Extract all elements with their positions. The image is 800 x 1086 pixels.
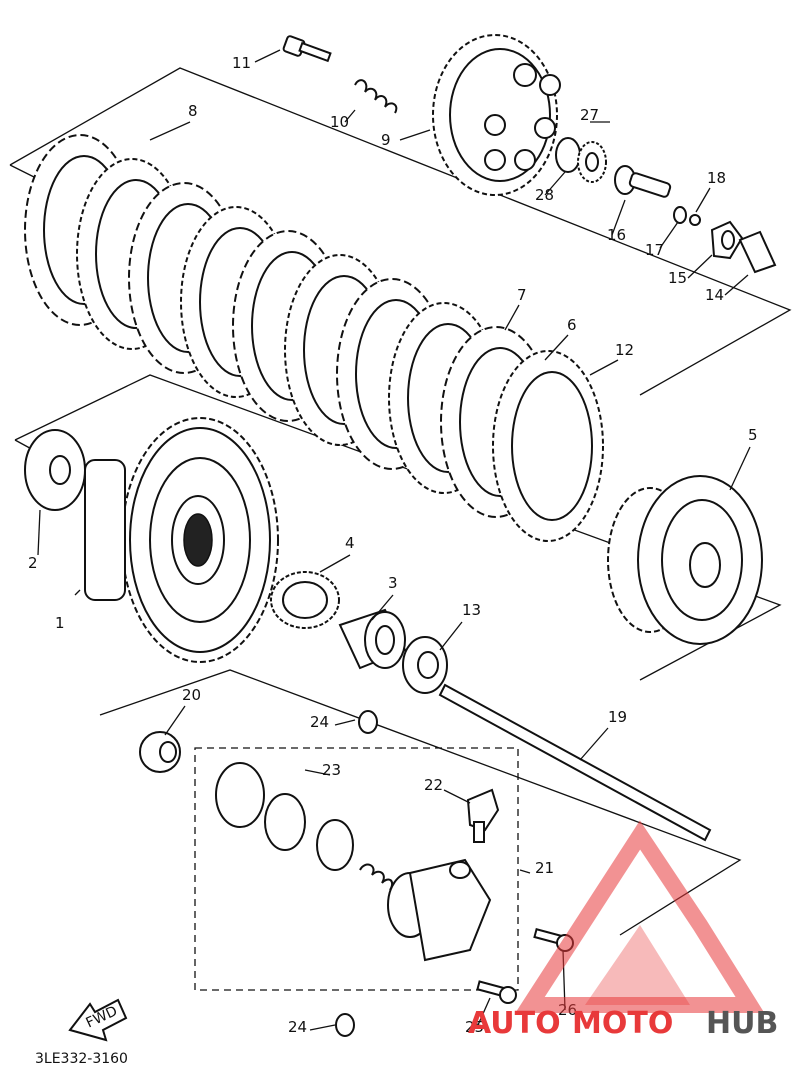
part-number-label: 21 — [535, 859, 554, 877]
brand-hub: HUB — [706, 1006, 778, 1041]
part-number-label: 14 — [705, 286, 724, 304]
part-number-label: 12 — [615, 341, 634, 359]
part-number-label: 4 — [345, 534, 355, 552]
part-number-label: 5 — [748, 426, 758, 444]
push-rod-1 — [614, 165, 672, 198]
leader-line — [729, 446, 751, 491]
part-number-label: 17 — [645, 241, 664, 259]
leader-line — [74, 589, 81, 596]
part-number-label: 8 — [188, 102, 198, 120]
drawing-code: 3LE332-3160 — [35, 1051, 128, 1067]
part-number-label: 22 — [424, 776, 443, 794]
leader-line — [477, 997, 491, 1026]
clutch-spring — [354, 79, 398, 114]
brand-moto: MOTO — [572, 1006, 673, 1041]
clutch-plate-inner — [511, 371, 593, 521]
leader-line — [149, 121, 191, 141]
leader-line — [544, 334, 569, 361]
spacer — [338, 608, 407, 670]
part-number-label: 6 — [567, 316, 577, 334]
leader-line — [695, 187, 711, 213]
part-number-label: 19 — [608, 708, 627, 726]
part-number-label: 16 — [607, 226, 626, 244]
part-number-label: 10 — [330, 113, 349, 131]
leader-line — [319, 554, 351, 573]
part-number-label: 25 — [465, 1018, 484, 1036]
pressure-plate — [432, 34, 561, 196]
part-labels: 1234567891011121314151617181920212223242… — [28, 49, 758, 1036]
spring-bolt — [282, 35, 332, 63]
part-number-label: 24 — [288, 1018, 307, 1036]
o-ring-and-ball — [673, 206, 701, 226]
part-number-label: 27 — [580, 106, 599, 124]
forward-arrow-icon: FWD — [68, 998, 128, 1042]
part-number-label: 23 — [322, 761, 341, 779]
leader-line — [309, 1024, 336, 1031]
clutch-boss — [607, 475, 763, 645]
brand-auto: AUTO — [468, 1006, 561, 1041]
leader-line — [371, 594, 394, 621]
leader-line — [164, 705, 186, 736]
spacer-washer — [402, 636, 448, 694]
leader-line — [519, 869, 531, 874]
part-number-label: 28 — [535, 186, 554, 204]
leader-line — [334, 719, 356, 726]
part-number-label: 13 — [462, 601, 481, 619]
part-number-label: 20 — [182, 686, 201, 704]
leader-line — [304, 769, 331, 776]
dowel-pins — [335, 710, 378, 1037]
leader-line — [344, 109, 356, 123]
leader-line — [399, 129, 431, 141]
part-number-label: 1 — [55, 614, 65, 632]
leader-line — [611, 199, 626, 236]
part-number-label: 11 — [232, 54, 251, 72]
leader-line — [504, 304, 520, 331]
clutch-housing-gear — [84, 417, 279, 663]
bearing-and-washer — [555, 137, 607, 183]
leader-line — [443, 789, 471, 804]
part-number-label: 24 — [310, 713, 329, 731]
leader-line — [579, 727, 609, 761]
leader-line — [659, 221, 679, 249]
nut-and-lock-washer — [710, 220, 777, 274]
clutch-slave-cylinder — [387, 858, 492, 962]
automotohub-watermark: AUTO MOTO HUB — [468, 820, 778, 1041]
push-rod-long — [438, 683, 712, 842]
slave-cylinder-piston-kit — [215, 762, 394, 891]
leader-line — [439, 621, 463, 651]
leader-line — [589, 359, 619, 376]
part-number-label: 3 — [388, 574, 398, 592]
clutch-plates-stack — [24, 134, 604, 542]
leader-line — [687, 254, 713, 279]
needle-bearing — [270, 571, 340, 629]
leader-line — [724, 274, 749, 296]
part-number-label: 7 — [517, 286, 527, 304]
oil-seal — [139, 731, 181, 773]
part-number-label: 15 — [668, 269, 687, 287]
leader-line — [37, 509, 41, 556]
part-number-label: 2 — [28, 554, 38, 572]
leader-line — [544, 171, 566, 196]
bleed-screw — [466, 788, 500, 843]
part-number-label: 9 — [381, 131, 391, 149]
part-number-label: 18 — [707, 169, 726, 187]
thrust-washer — [24, 429, 86, 511]
leader-line — [254, 49, 281, 63]
